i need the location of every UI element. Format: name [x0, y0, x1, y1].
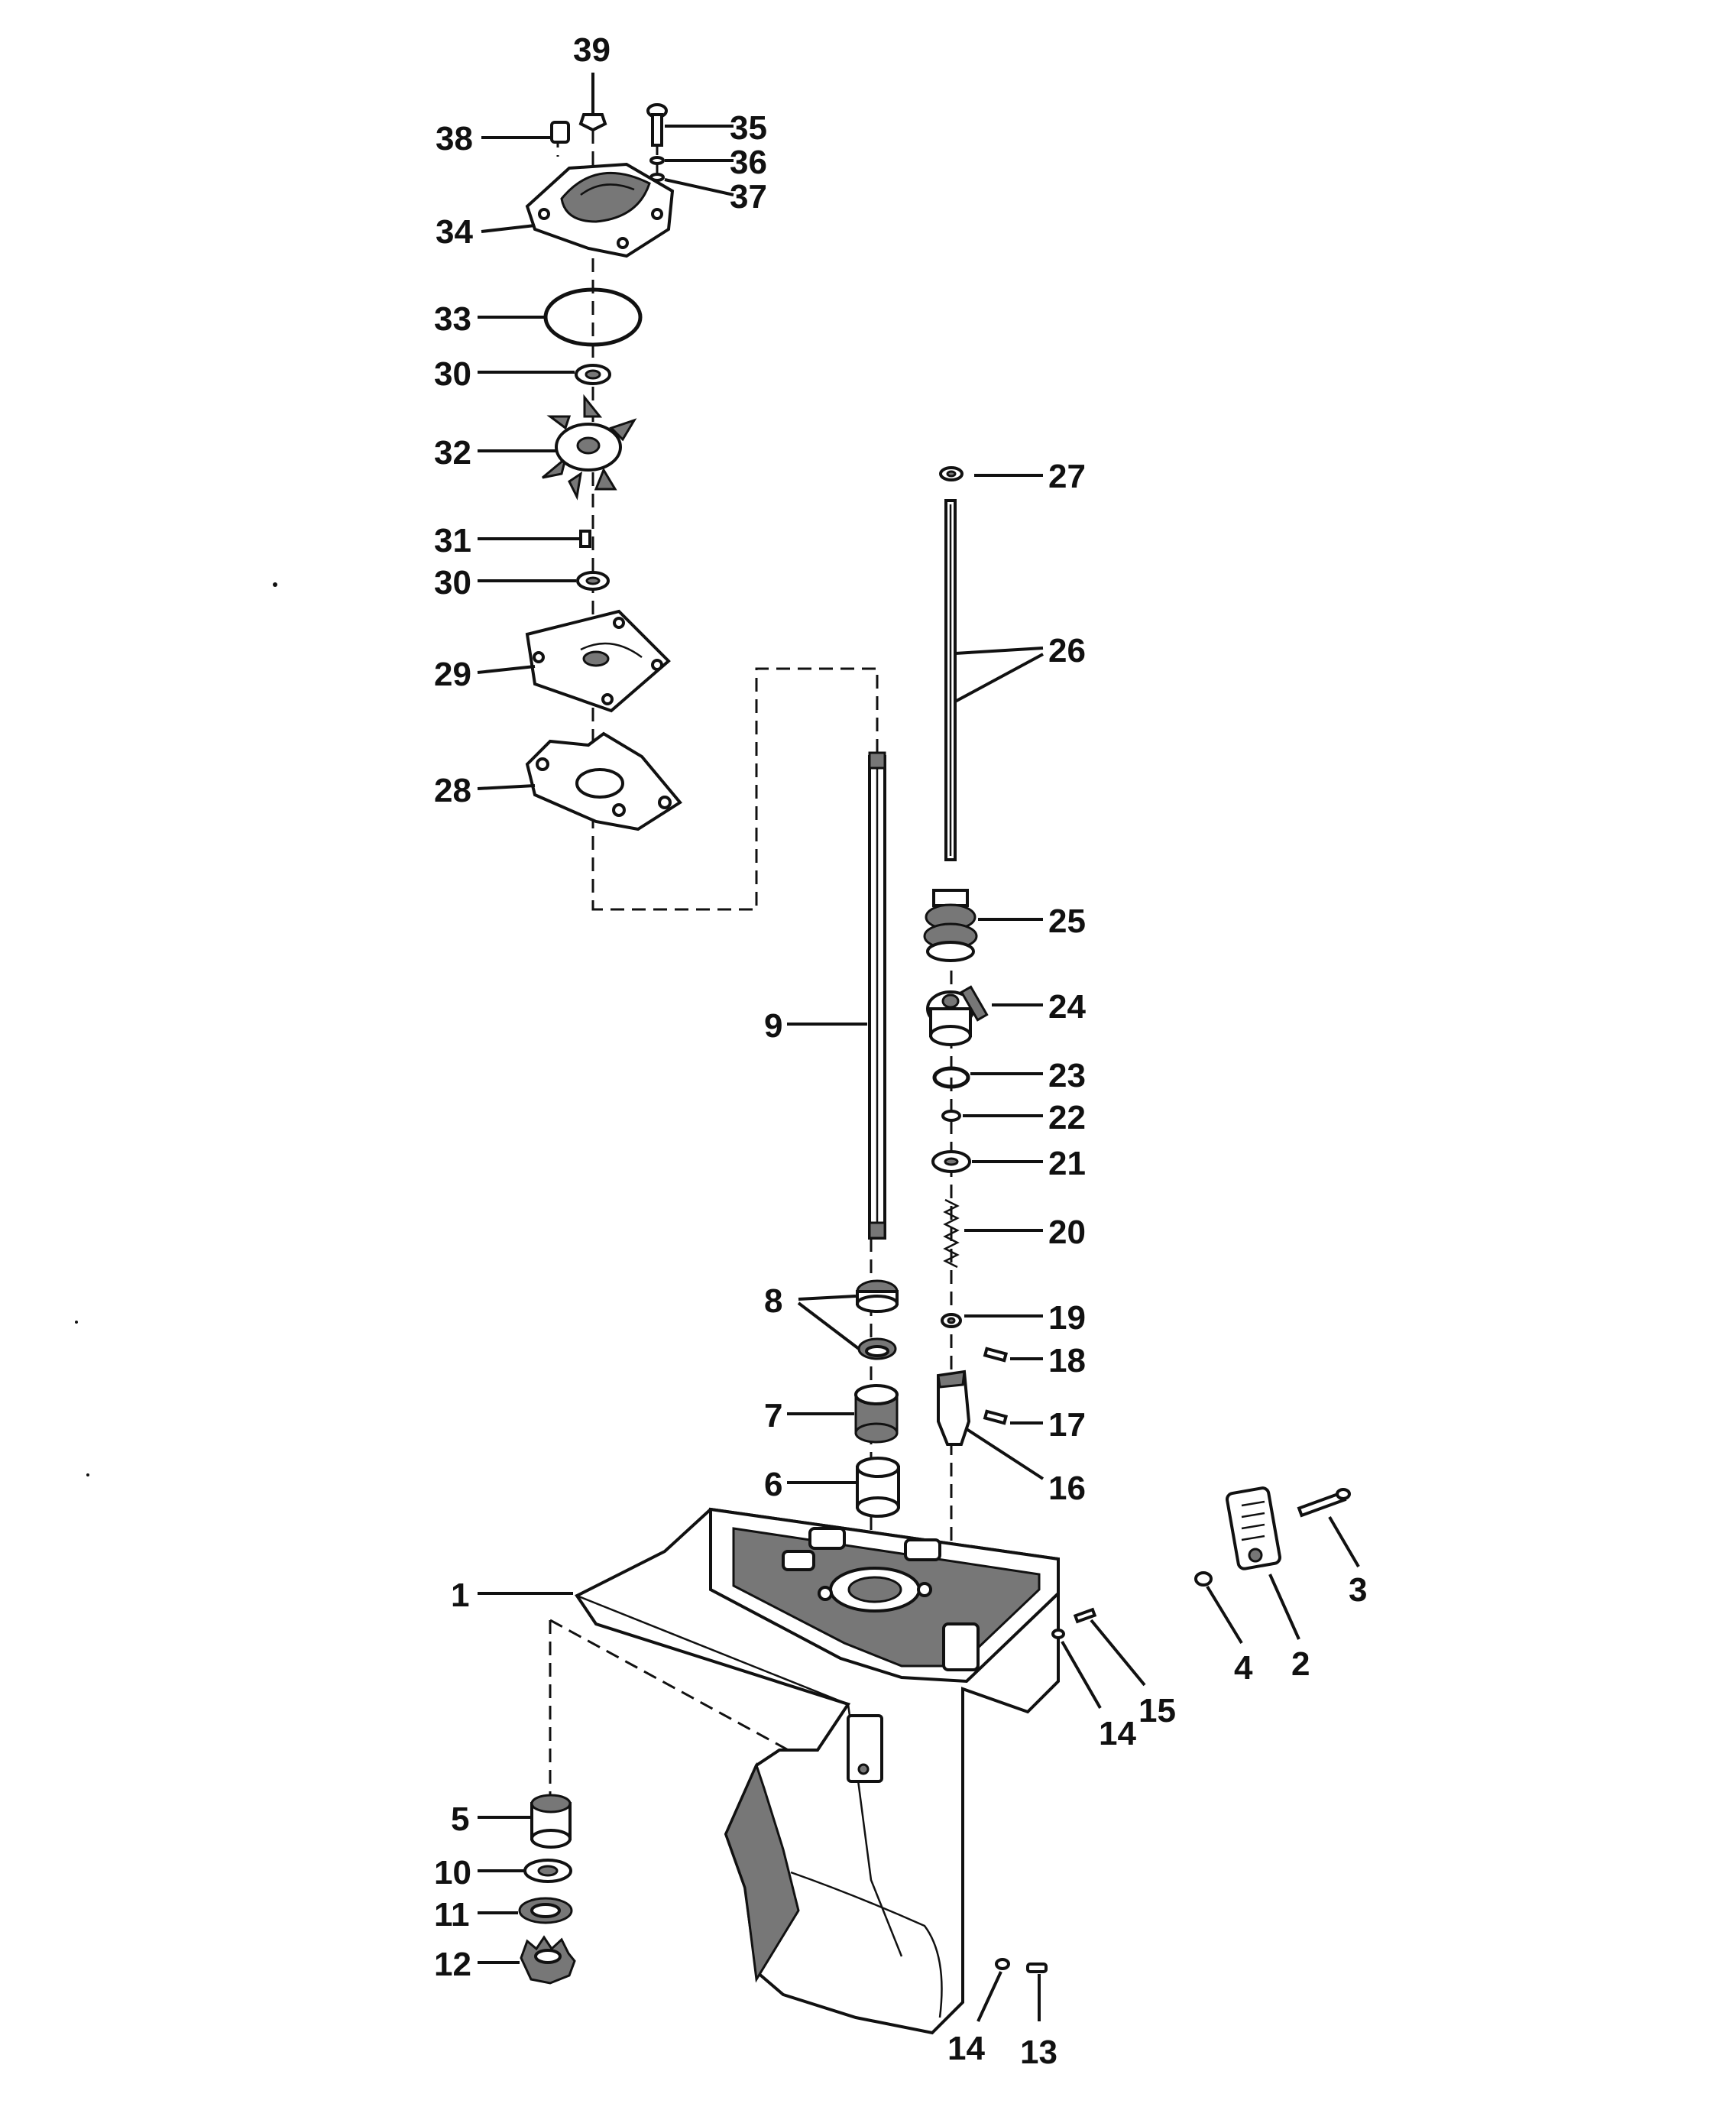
part-1-gear-housing [575, 1507, 1060, 2035]
part-12-pinion-gear [520, 1935, 576, 1985]
part-31-key [579, 530, 591, 548]
callout-39: 39 [573, 31, 611, 69]
callout-18: 18 [1048, 1342, 1086, 1379]
part-26-shift-rod [944, 499, 957, 861]
part-28-gasket [525, 731, 682, 831]
callout-26: 26 [1048, 632, 1086, 669]
part-13-screw [1026, 1963, 1048, 1973]
callout-6: 6 [764, 1466, 782, 1503]
callout-33: 33 [434, 300, 471, 338]
part-25-shift-bushing [923, 889, 978, 962]
part-30-washer-lower [576, 571, 610, 591]
callout-32: 32 [434, 434, 471, 472]
part-8-bearing-upper [856, 1279, 899, 1313]
part-15-screw [1073, 1607, 1097, 1624]
callout-28: 28 [434, 772, 471, 809]
part-4-nut [1194, 1571, 1213, 1587]
part-30-washer-upper [575, 364, 611, 385]
part-16-shift-cam [937, 1369, 971, 1446]
part-19-nut [941, 1313, 962, 1328]
part-7-bearing [854, 1384, 899, 1444]
part-34-water-pump-body [525, 162, 675, 258]
part-10-washer [523, 1859, 572, 1883]
part-2-trim-tab-plate [1225, 1486, 1281, 1570]
part-27-washer [939, 466, 964, 481]
part-33-o-ring [543, 287, 643, 347]
callout-23: 23 [1048, 1057, 1086, 1094]
callout-1: 1 [451, 1577, 469, 1614]
callout-38: 38 [436, 120, 473, 157]
leader-lines [477, 73, 1360, 2022]
part-24-shift-housing [926, 985, 989, 1046]
part-14-washer-lower [995, 1958, 1010, 1970]
callout-34: 34 [436, 213, 473, 251]
part-14-washer-upper [1051, 1629, 1065, 1639]
part-5-bearing [530, 1794, 572, 1849]
part-21-washer [931, 1150, 971, 1173]
part-17-pin [983, 1409, 1009, 1425]
part-38-grommet [550, 121, 570, 144]
callout-7: 7 [764, 1397, 782, 1434]
callout-25: 25 [1048, 903, 1086, 940]
callout-12: 12 [434, 1946, 471, 1983]
callout-14-lower: 14 [947, 2030, 985, 2067]
callout-8: 8 [764, 1282, 782, 1320]
callout-36: 36 [730, 144, 767, 181]
part-9-drive-shaft [868, 751, 886, 1240]
callout-5: 5 [451, 1800, 469, 1838]
callout-3: 3 [1349, 1571, 1367, 1609]
part-3-screw [1297, 1488, 1351, 1518]
callout-10: 10 [434, 1854, 471, 1891]
callout-19: 19 [1048, 1299, 1086, 1337]
callout-22: 22 [1048, 1099, 1086, 1136]
callout-37: 37 [730, 178, 767, 216]
callout-16: 16 [1048, 1470, 1086, 1507]
scan-specks [75, 582, 277, 1476]
callout-20: 20 [1048, 1214, 1086, 1251]
callout-15: 15 [1138, 1692, 1176, 1729]
callout-4: 4 [1234, 1649, 1253, 1687]
callout-27: 27 [1048, 458, 1086, 495]
part-18-pin [983, 1347, 1009, 1363]
callout-11: 11 [434, 1896, 470, 1933]
callout-numbers: 39 38 35 36 37 34 33 30 32 31 30 29 28 2… [434, 31, 1367, 2071]
part-20-spring [943, 1198, 960, 1269]
callout-29: 29 [434, 656, 471, 693]
part-35-screw [646, 103, 668, 147]
part-32-impeller [542, 394, 637, 501]
callout-14-upper: 14 [1099, 1715, 1136, 1752]
callout-13: 13 [1020, 2034, 1057, 2071]
callout-9: 9 [764, 1007, 782, 1045]
part-36-washer [649, 156, 665, 165]
callout-17: 17 [1048, 1406, 1086, 1444]
callout-35: 35 [730, 109, 767, 147]
part-22-ring [941, 1110, 961, 1122]
callout-24: 24 [1048, 988, 1086, 1026]
part-23-o-ring [932, 1066, 970, 1089]
part-11-thrust-bearing [518, 1897, 573, 1924]
callout-2: 2 [1291, 1645, 1310, 1683]
callout-31: 31 [434, 522, 471, 559]
callout-21: 21 [1048, 1145, 1086, 1182]
part-39-nut [578, 113, 607, 132]
callout-30-upper: 30 [434, 355, 471, 393]
part-8-bearing-lower [857, 1337, 897, 1360]
callout-30-lower: 30 [434, 564, 471, 601]
part-29-plate [525, 609, 671, 713]
part-6-sleeve [856, 1457, 900, 1518]
